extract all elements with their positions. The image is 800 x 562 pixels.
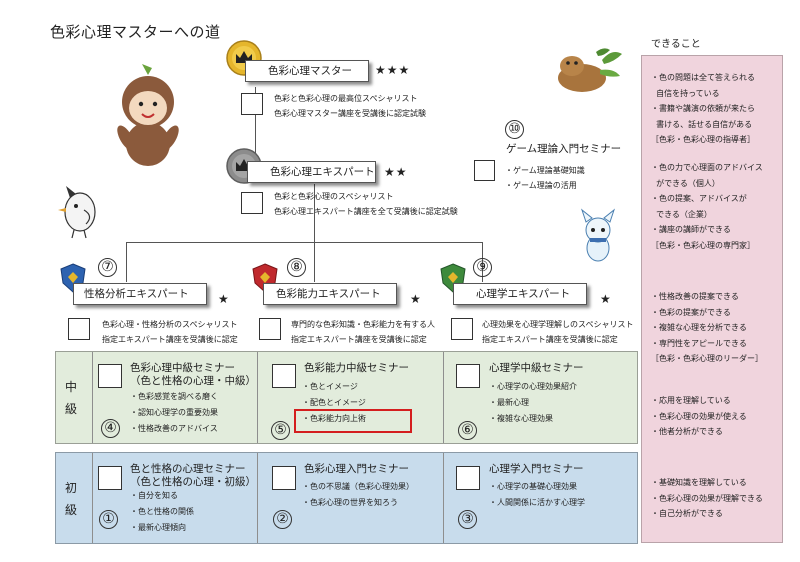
- intermediate-2-number: ⑤: [271, 421, 290, 440]
- intermediate-1-checkbox[interactable]: [98, 364, 122, 388]
- color-ability-checkbox[interactable]: [259, 318, 281, 340]
- ability-block-beginner: ・基礎知識を理解している ・色彩心理の効果が理解できる ・自己分析ができる: [651, 478, 763, 518]
- master-stars: ★★★: [375, 63, 411, 77]
- beginner-1-number: ①: [99, 510, 118, 529]
- personality-title-card: 性格分析エキスパート: [73, 283, 207, 305]
- psychology-description: 心理効果を心理学理解しのスペシャリスト 指定エキスパート講座を受講後に認定: [482, 320, 634, 344]
- monkey-mascot-icon: [117, 64, 179, 166]
- beginner-2-number: ②: [273, 510, 292, 529]
- page-title: 色彩心理マスターへの道: [50, 23, 221, 41]
- master-description: 色彩と色彩心理の最高位スペシャリスト 色彩心理マスター講座を受講後に認定試験: [274, 94, 426, 118]
- bird-mascot-icon: [58, 186, 96, 239]
- game-title: ゲーム理論入門セミナー: [506, 143, 622, 155]
- psychology-star: ★: [600, 292, 611, 306]
- intermediate-band: 中級: [55, 351, 638, 444]
- personality-checkbox[interactable]: [68, 318, 90, 340]
- intermediate-label: 中級: [64, 380, 77, 416]
- personality-star: ★: [218, 292, 229, 306]
- color-ability-star: ★: [410, 292, 421, 306]
- intermediate-3-title: 心理学中級セミナー: [489, 362, 584, 374]
- ability-block-master: ・色の問題は全て答えられる 自信を持っている ・書籍や講演の依頼が来たら 書ける…: [651, 73, 755, 144]
- beginner-1-title: 色と性格の心理セミナー （色と性格の心理・初級）: [130, 463, 256, 488]
- personality-number: ⑦: [98, 258, 117, 277]
- psychology-number: ⑨: [473, 258, 492, 277]
- master-label: 色彩心理マスター: [268, 65, 352, 77]
- psychology-checkbox[interactable]: [451, 318, 473, 340]
- game-description: ・ゲーム理論基礎知識 ・ゲーム理論の活用: [505, 166, 585, 190]
- intermediate-3-checkbox[interactable]: [456, 364, 480, 388]
- color-ability-label: 色彩能力エキスパート: [276, 288, 381, 300]
- beginner-2-items: ・色の不思議（色彩心理効果） ・色彩心理の世界を知ろう: [302, 482, 414, 507]
- expert-stars: ★★: [384, 165, 408, 179]
- color-ability-description: 専門的な色彩知識・色彩能力を有する人 指定エキスパート講座を受講後に認定: [291, 320, 435, 344]
- beginner-label: 初級: [64, 481, 77, 517]
- game-number: ⑩: [505, 120, 524, 139]
- ability-block-expert: ・色の力で心理面のアドバイス ができる（個人） ・色の提案、アドバイスが できる…: [651, 163, 763, 250]
- intermediate-3-items: ・心理学の心理効果紹介 ・最新心理 ・複雑な心理効果: [489, 382, 577, 423]
- expert-checkbox[interactable]: [241, 192, 263, 214]
- beginner-2-checkbox[interactable]: [272, 466, 296, 490]
- color-ability-number: ⑧: [287, 258, 306, 277]
- intermediate-2-items: ・色とイメージ ・配色とイメージ ・色彩能力向上術: [302, 382, 366, 423]
- game-checkbox[interactable]: [474, 160, 495, 181]
- psychology-label: 心理学エキスパート: [476, 288, 571, 300]
- ability-block-intermediate: ・応用を理解している ・色彩心理の効果が使える ・他者分析ができる: [651, 396, 747, 436]
- beginner-2-title: 色彩心理入門セミナー: [304, 463, 409, 475]
- beginner-1-checkbox[interactable]: [98, 466, 122, 490]
- expert-description: 色彩と色彩心理のスペシャリスト 色彩心理エキスパート講座を全て受講後に認定試験: [274, 192, 458, 216]
- master-title-card: 色彩心理マスター: [245, 60, 369, 82]
- personality-description: 色彩心理・性格分析のスペシャリスト 指定エキスパート講座を受講後に認定: [102, 320, 238, 344]
- beginner-3-number: ③: [458, 510, 477, 529]
- highlight-box: [294, 409, 412, 433]
- intermediate-1-title: 色彩心理中級セミナー （色と性格の心理・中級）: [130, 362, 256, 387]
- color-ability-title-card: 色彩能力エキスパート: [263, 283, 397, 305]
- personality-label: 性格分析エキスパート: [84, 288, 189, 300]
- master-checkbox[interactable]: [241, 93, 263, 115]
- psychology-title-card: 心理学エキスパート: [453, 283, 587, 305]
- beginner-band: 初級: [55, 452, 638, 544]
- side-panel-title: できること: [651, 39, 701, 50]
- expert-title-card: 色彩心理エキスパート: [247, 161, 376, 183]
- ability-block-specialist: ・性格改善の提案できる ・色彩の提案ができる ・複雑な心理を分析できる ・専門性…: [651, 292, 763, 363]
- intermediate-3-number: ⑥: [458, 421, 477, 440]
- intermediate-2-checkbox[interactable]: [272, 364, 296, 388]
- side-panel: ・色の問題は全て答えられる 自信を持っている ・書籍や講演の依頼が来たら 書ける…: [641, 55, 783, 543]
- capybara-mascot-icon: [558, 48, 622, 92]
- beginner-3-checkbox[interactable]: [456, 466, 480, 490]
- intermediate-2-title: 色彩能力中級セミナー: [304, 362, 409, 374]
- beginner-3-title: 心理学入門セミナー: [489, 463, 584, 475]
- expert-label: 色彩心理エキスパート: [270, 166, 375, 178]
- beginner-3-items: ・心理学の基礎心理効果 ・人間関係に活かす心理学: [489, 482, 585, 507]
- dog-mascot-icon: [580, 208, 616, 262]
- intermediate-1-number: ④: [101, 419, 120, 438]
- intermediate-1-items: ・色彩感覚を調べる磨く ・認知心理学の重要効果 ・性格改善のアドバイス: [130, 392, 218, 433]
- beginner-1-items: ・自分を知る ・色と性格の関係 ・最新心理傾向: [130, 491, 194, 532]
